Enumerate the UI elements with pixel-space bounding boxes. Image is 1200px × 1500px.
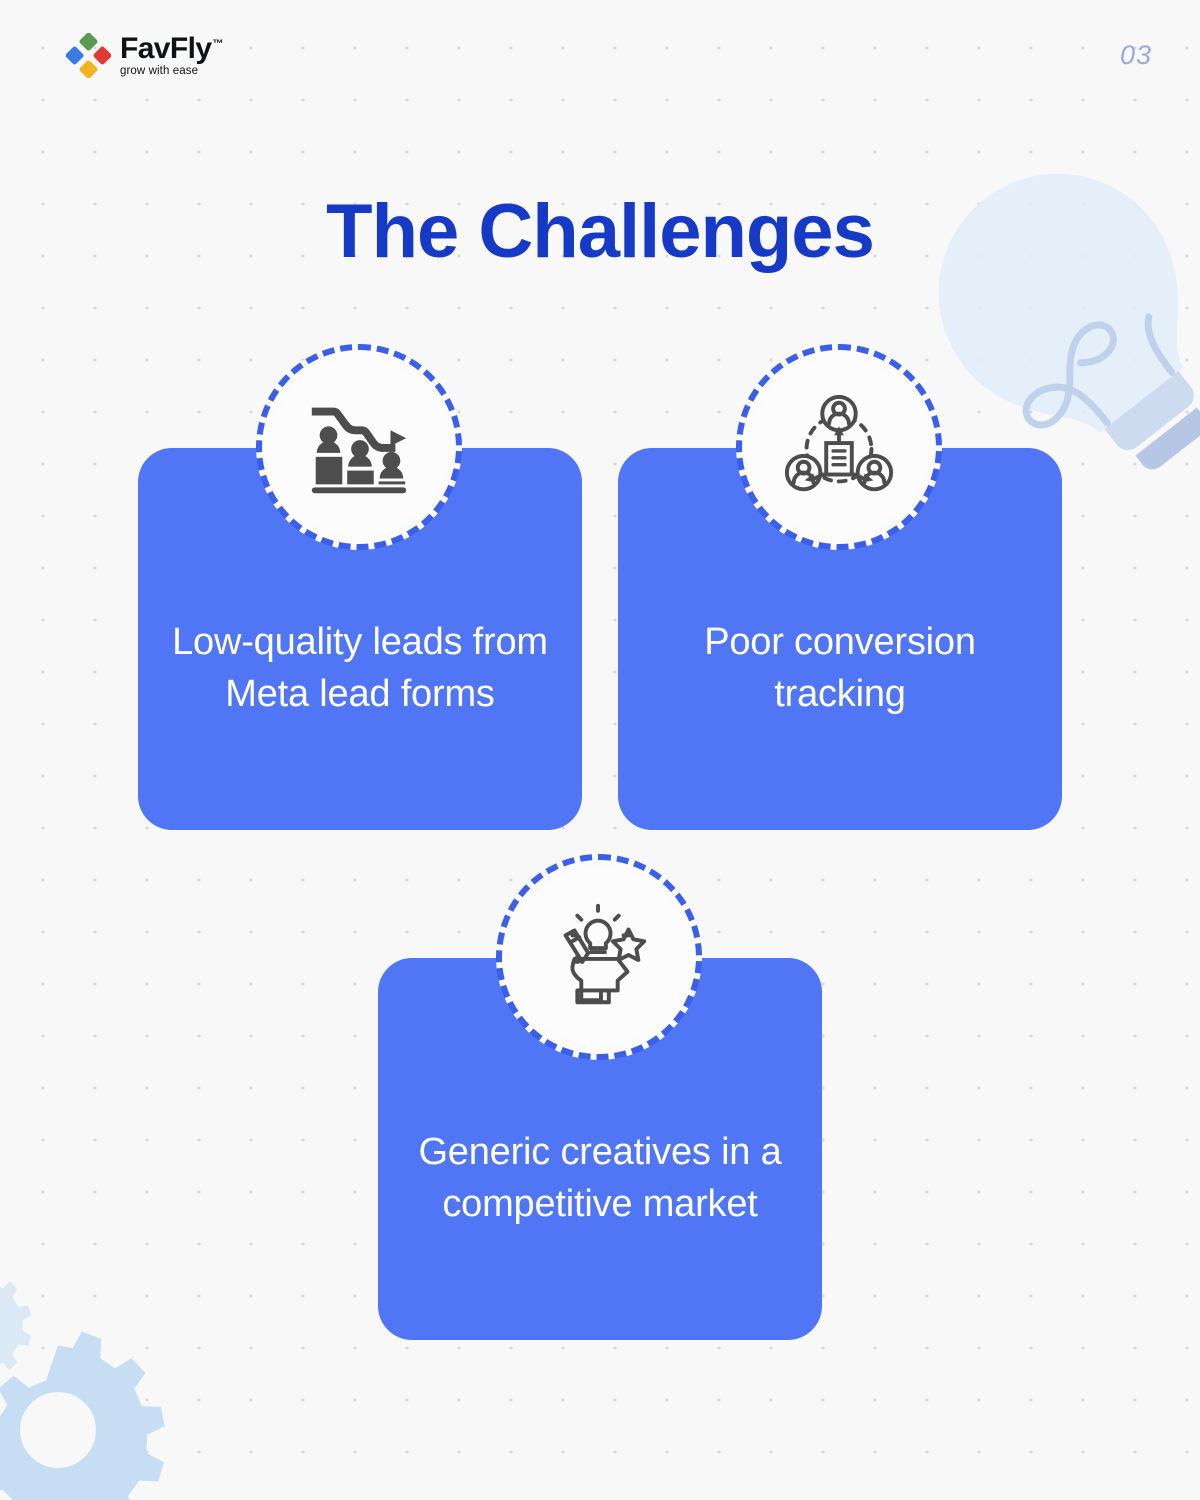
- challenge-card-label: Poor conversion tracking: [704, 620, 976, 715]
- creative-mind-lightbulb-icon: [563, 903, 647, 1005]
- challenge-card-label: Generic creatives in a competitive marke…: [418, 1130, 782, 1225]
- challenge-icon-badge-1: [256, 344, 462, 550]
- gears-decoration-icon: [0, 1281, 165, 1500]
- challenge-icon-badge-2: [736, 344, 942, 550]
- challenge-icon-badge-3: [496, 854, 702, 1060]
- brand-name: FavFly™: [120, 32, 224, 66]
- badge-inner-circle: [271, 359, 447, 535]
- page-title: The Challenges: [326, 189, 875, 274]
- badge-inner-circle: [751, 359, 927, 535]
- challenge-card-label: Low-quality leads from Meta lead forms: [172, 620, 548, 715]
- page-header: FavFly™ grow with ease 03: [0, 0, 1200, 110]
- trademark-symbol: ™: [212, 38, 224, 51]
- brand-logo[interactable]: FavFly™ grow with ease: [66, 32, 223, 78]
- favfly-diamond-logo-icon: [66, 32, 111, 78]
- challenge-card-generic-creatives[interactable]: Generic creatives in a competitive marke…: [378, 958, 822, 1340]
- brand-tagline: grow with ease: [120, 65, 199, 78]
- page-number: 03: [1119, 39, 1152, 70]
- declining-bar-chart-people-icon: [311, 407, 407, 494]
- badge-inner-circle: [511, 869, 687, 1045]
- network-users-document-icon: [784, 394, 894, 492]
